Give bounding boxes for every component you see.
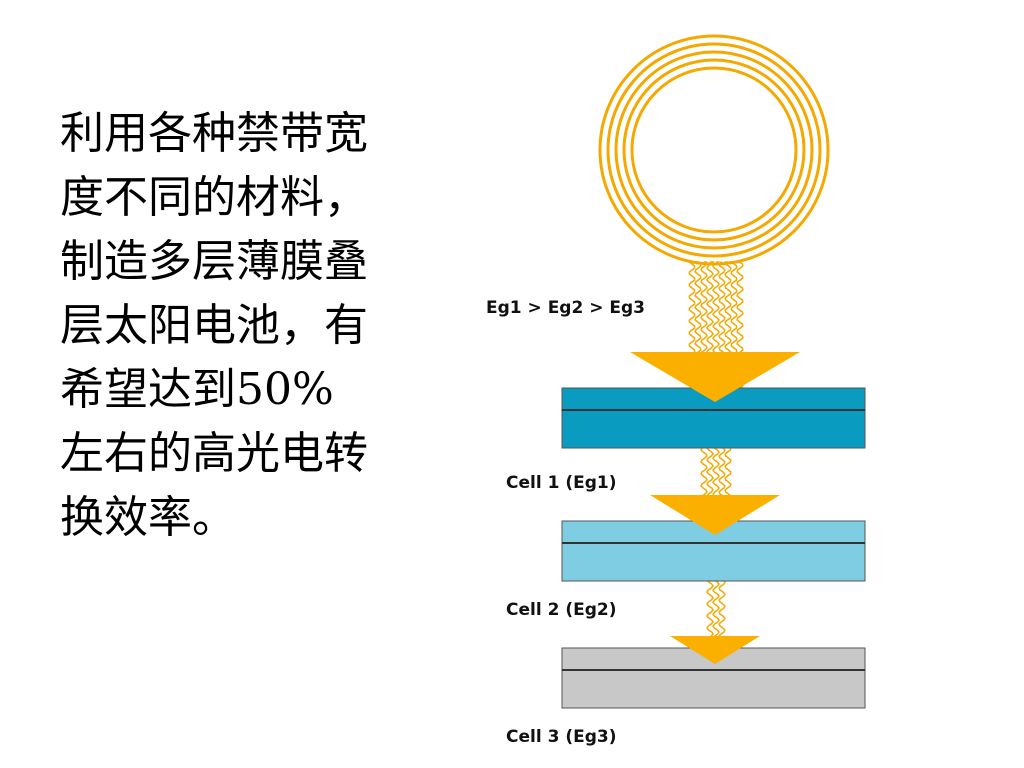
slide-body-text: 利用各种禁带宽度不同的材料，制造多层薄膜叠层太阳电池，有希望达到50%左右的高光…	[60, 108, 368, 543]
arrow-2-icon	[650, 495, 780, 535]
light-beam	[687, 261, 744, 651]
light-strand	[718, 261, 726, 641]
sun-ring-5	[630, 66, 798, 234]
sun-ring-1	[598, 34, 830, 266]
sun-ring-4	[622, 58, 806, 242]
tandem-solar-cell-diagram: Eg1 > Eg2 > Eg3 Cell 1 (Eg1) Cell 2 (Eg2…	[486, 34, 866, 747]
sun-ring-2	[606, 42, 822, 258]
arrow-3-icon	[670, 636, 760, 664]
bandgap-relation-label: Eg1 > Eg2 > Eg3	[486, 298, 645, 318]
light-strand	[706, 261, 715, 641]
cell-2-label: Cell 2 (Eg2)	[506, 600, 616, 620]
arrow-1-icon	[630, 352, 800, 402]
sun-ring-3	[614, 50, 814, 250]
cell-1-layer	[561, 387, 866, 449]
light-strand	[712, 261, 721, 651]
sunlight-rings-icon	[598, 34, 830, 266]
cell-1-label: Cell 1 (Eg1)	[506, 473, 616, 493]
cell-3-label: Cell 3 (Eg3)	[506, 727, 616, 747]
